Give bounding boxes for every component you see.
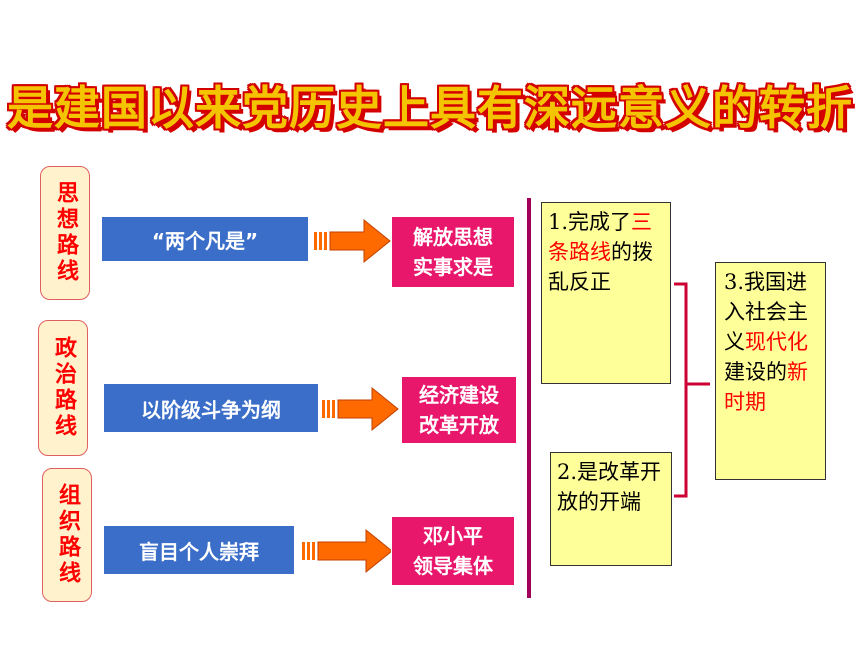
wrong-item-organization: 盲目个人崇拜	[104, 526, 294, 574]
wrong-item-ideology: “两个凡是”	[102, 217, 308, 261]
result-box-3-pre: 3.我国进入社会主义	[724, 270, 808, 354]
wrong-item-politics: 以阶级斗争为纲	[104, 384, 318, 432]
result-box-1-post: 的拨乱反正	[548, 240, 653, 294]
right-item-organization: 邓小平 领导集体	[391, 516, 515, 586]
arrow-right-icon	[302, 528, 393, 574]
arrow-right-icon	[322, 386, 399, 432]
result-box-1: 1.完成了三条路线的拨乱反正	[541, 202, 671, 384]
right-item-ideology: 解放思想 实事求是	[391, 216, 515, 288]
label-politics: 政治路线	[38, 320, 88, 456]
result-box-1-pre: 1.完成了	[548, 210, 632, 234]
label-organization: 组织路线	[42, 468, 92, 602]
divider-line	[527, 198, 531, 598]
result-box-3: 3.我国进入社会主义现代化建设的新时期	[715, 262, 826, 480]
result-box-2-text: 2.是改革开放的开端	[557, 460, 662, 514]
result-box-2: 2.是改革开放的开端	[550, 452, 672, 566]
right-item-politics: 经济建设 改革开放	[401, 376, 517, 444]
label-ideology: 思想路线	[40, 166, 90, 300]
arrow-right-icon	[314, 218, 391, 264]
result-box-3-mid: 建设的	[724, 360, 787, 384]
result-box-3-highlight-2: 新时期	[724, 360, 808, 414]
page-title: 是建国以来党历史上具有深远意义的转折	[7, 81, 853, 135]
result-box-3-highlight-1: 现代化	[745, 330, 808, 354]
result-box-1-highlight: 三条路线	[548, 210, 653, 264]
brace-connector	[674, 282, 710, 498]
